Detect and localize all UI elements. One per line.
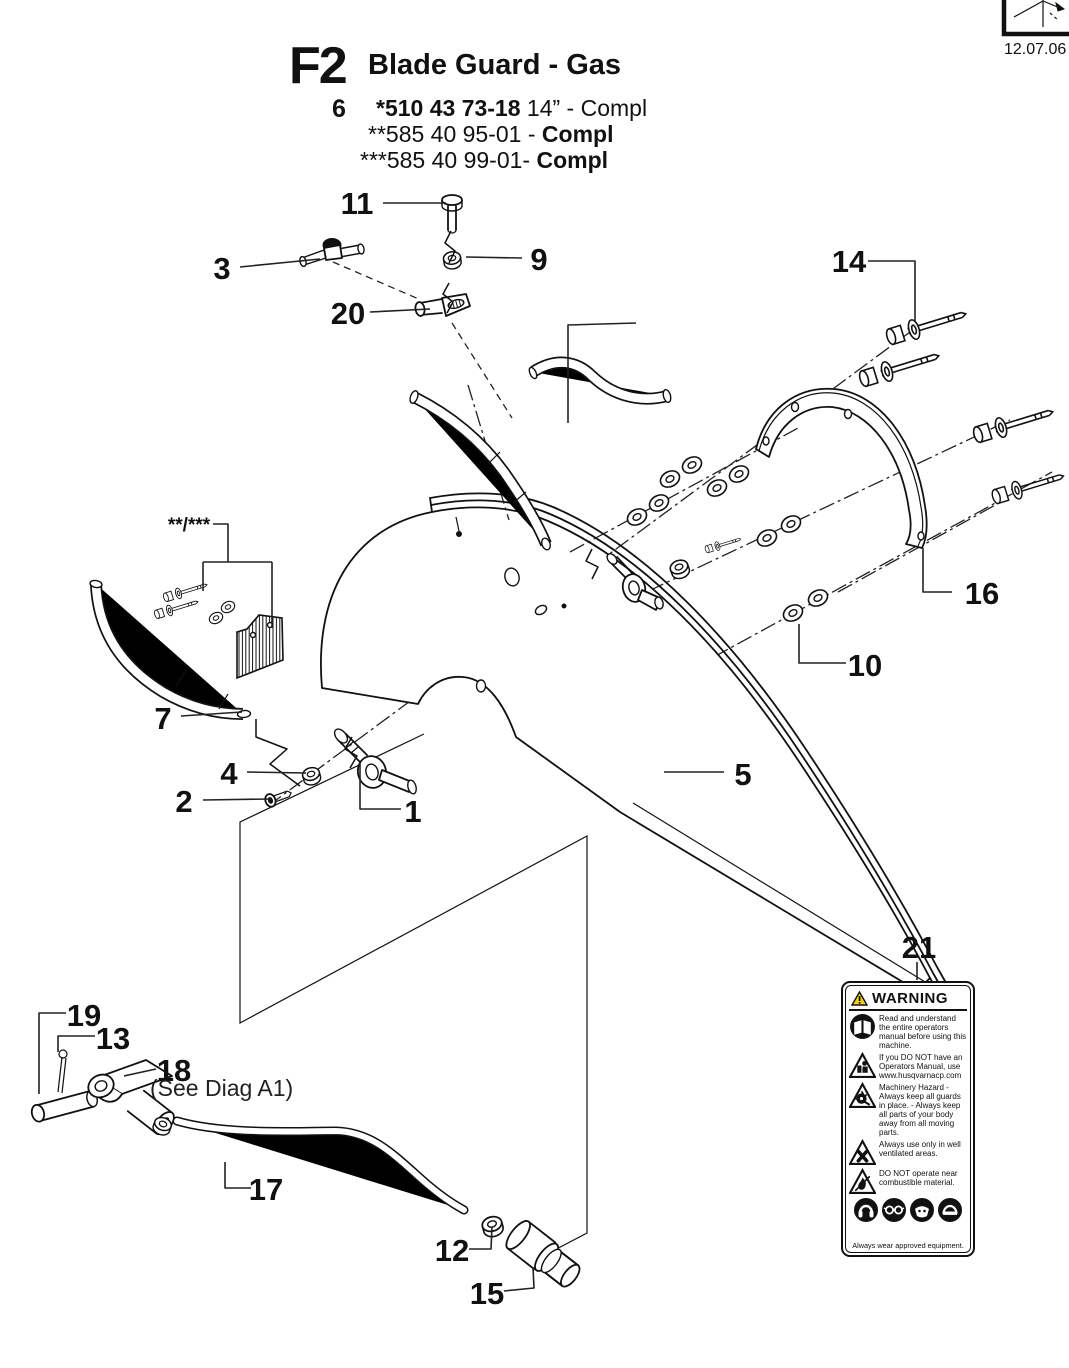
callout-9: 9 [530,242,547,277]
warning-text: DO NOT operate near combustible material… [879,1169,958,1188]
guard-nut-9 [441,249,463,271]
callout-20: 20 [331,296,365,331]
break-marks [255,230,599,787]
cotter-pin [57,1049,68,1094]
water-hose-top [528,363,672,404]
callout-leaders [38,202,952,1292]
warning-section: Read and understand the entire operators… [849,1013,967,1050]
warning-section: Machinery Hazard - Always keep all guard… [849,1082,967,1137]
hex-nut [667,557,693,582]
washer-item-10 [779,600,807,626]
hose-tee-fitting [299,238,365,268]
part-number-bold: Compl [541,121,614,147]
no-manual-icon [849,1052,876,1079]
rod-assembly [177,1121,464,1210]
warning-decal-inner: WARNING Read and understand the entire o… [845,985,971,1253]
warning-section: Always use only in well ventilated areas… [849,1139,967,1166]
part-number-bold: Compl [536,147,609,173]
face-shield-icon [938,1198,962,1223]
callout-12: 12 [435,1233,469,1268]
warning-section: If you DO NOT have an Operators Manual, … [849,1052,967,1080]
warning-text: If you DO NOT have an Operators Manual, … [879,1053,963,1081]
small-screw [703,534,743,555]
callout-14: 14 [832,244,867,279]
water-valve [333,728,417,795]
rod-nut [479,1213,506,1240]
clevis-yoke [87,1059,175,1138]
hose-clamp [414,293,471,317]
callout-19: 19 [67,998,101,1033]
callout-10: 10 [848,648,882,683]
variant-bracket-group [152,523,284,680]
combustible-icon [849,1168,876,1195]
variant-marker-note: **/*** [168,515,211,536]
callout-1: 1 [404,794,421,829]
part-number-line: *510 43 73-18 14” - Compl [376,95,647,122]
warning-section: DO NOT operate near combustible material… [849,1168,967,1195]
warning-triangle-icon [851,991,868,1006]
warning-footer: Always wear approved equipment. [852,1241,964,1250]
warning-text: Read and understand the entire operators… [879,1014,967,1051]
small-screw-2 [264,790,292,808]
callout-11: 11 [341,186,374,221]
ventilation-icon [849,1139,876,1166]
callout-16: 16 [965,576,999,611]
knob [505,1220,581,1288]
page-title: Blade Guard - Gas [368,49,622,81]
ppe-icons-row [849,1197,967,1223]
water-hose-left [89,580,252,719]
mounting-bolts [856,303,1067,507]
part-number-tail: 14” - Compl [520,95,648,121]
part-number-line: **585 40 95-01 - Compl [368,121,613,148]
warning-decal: WARNING Read and understand the entire o… [841,981,975,1257]
part-number-bold: *510 43 73-18 [376,95,521,121]
part-number-line: ***585 40 99-01- Compl [360,147,608,174]
callout-21: 21 [902,930,936,965]
callout-5: 5 [734,757,751,792]
operators-manual-icon [850,1014,875,1039]
warning-header: WARNING [849,989,967,1011]
callout-13: 13 [96,1021,130,1056]
revision-date: 12.07.06 [1004,41,1067,58]
blade-guard [320,492,955,1018]
rear-flange [755,387,928,549]
water-hose-upper [408,390,551,551]
warning-text: Machinery Hazard - Always keep all guard… [879,1083,961,1138]
figure-code: F2 [289,37,348,95]
hatched-bracket-plate [236,614,284,680]
callout-7: 7 [154,701,171,736]
guard-hole [504,567,520,587]
ear-protection-icon [854,1198,878,1223]
callout-3: 3 [213,251,230,286]
callout-numbers: 11 3 9 20 14 16 10 7 4 2 1 5 19 13 18 17… [67,186,999,1311]
part-number-lead: ***585 40 99-01- [360,147,537,173]
clevis-pin [30,1090,99,1123]
water-valve-installed [606,553,664,611]
eye-protection-icon [882,1198,906,1223]
respirator-icon [910,1198,934,1223]
callout-15: 15 [470,1276,504,1311]
rotation-axes-icon [1001,0,1069,37]
callout-18: 18 [157,1053,191,1088]
guard-screw [441,194,463,234]
machinery-hazard-icon [849,1082,876,1109]
warning-text: Always use only in well ventilated areas… [879,1140,961,1159]
part-number-lead: **585 40 95-01 - [368,121,542,147]
callout-4: 4 [220,756,238,791]
callout-2: 2 [175,784,192,819]
callout-17: 17 [249,1172,283,1207]
warning-title: WARNING [872,990,948,1007]
see-diagram-note: (See Diag A1) [150,1075,293,1101]
item-6-number: 6 [332,95,346,123]
